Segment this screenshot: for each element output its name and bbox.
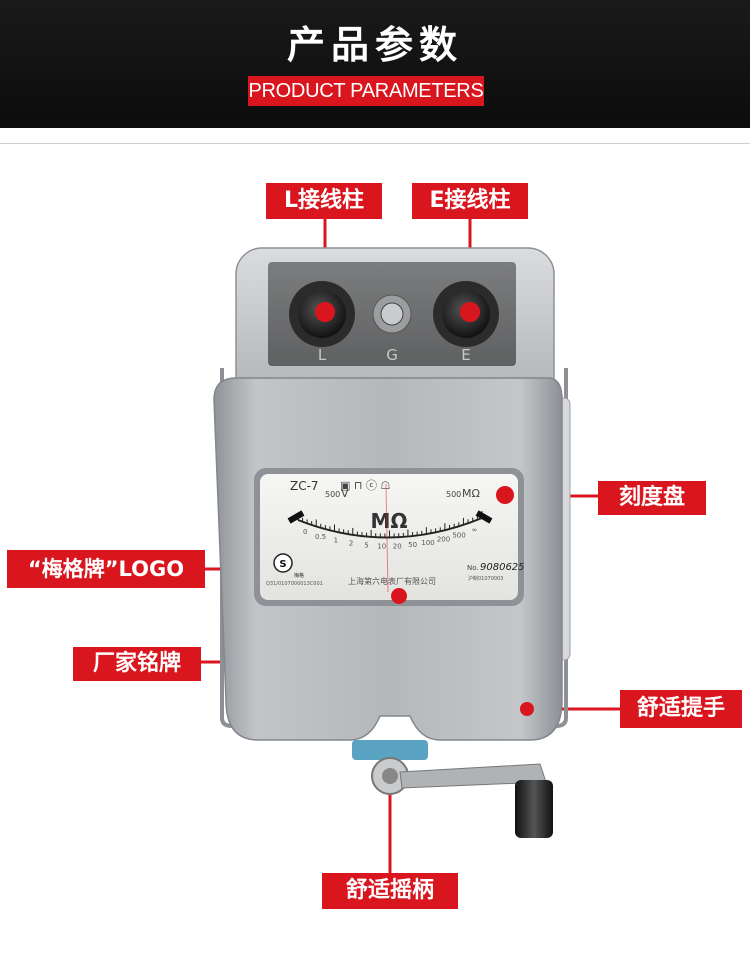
range-unit: MΩ — [462, 487, 480, 500]
scale-end-left — [287, 510, 305, 524]
model-label: ZC-7 — [290, 479, 319, 493]
header-title: 产品参数 — [286, 23, 463, 67]
voltage-value: 500 — [325, 490, 340, 499]
scale-tick-label: ∞ — [472, 526, 478, 534]
crank-collar — [352, 740, 428, 760]
scale-tick-label: 10 — [377, 542, 386, 550]
scale-tick-label: 100 — [421, 539, 434, 547]
handle-wire-left — [220, 368, 233, 728]
scale-tick-label: 1 — [334, 537, 338, 545]
cert-code: 沪制01070003 — [468, 575, 503, 582]
terminal-letter-l: L — [318, 346, 327, 364]
maker-callout-dot — [391, 588, 407, 604]
header-divider — [0, 143, 750, 144]
handle-callout-dot — [520, 702, 534, 716]
crank-bolt — [382, 768, 398, 784]
meige-logo-icon — [273, 553, 293, 573]
voltage-unit: V — [341, 487, 349, 500]
range-value: 500 — [446, 490, 461, 499]
callout-crank: 舒适摇柄 — [322, 873, 458, 909]
scale-tick-label: 20 — [393, 542, 402, 550]
scale-tick-label: 5 — [364, 542, 368, 550]
callout-e-terminal: E接线柱 — [412, 183, 528, 219]
approval-icons: ▣ ⊓ ⓒ ☖ — [340, 479, 390, 492]
dial-needle — [385, 483, 389, 593]
scale-tick-label: 200 — [437, 536, 450, 544]
l-terminal-marker — [315, 302, 335, 322]
terminal-letter-g: G — [386, 346, 398, 364]
serial-number: 9080625 — [480, 562, 525, 573]
callout-dial: 刻度盘 — [598, 481, 706, 515]
handle-wire-right — [555, 368, 568, 728]
callout-l-terminal: L接线柱 — [266, 183, 382, 219]
meige-logo-mark: S — [279, 559, 286, 570]
serial-prefix: No. — [467, 564, 479, 572]
dial-callout-dot — [496, 486, 514, 504]
meige-logo-text: 梅格 — [294, 572, 304, 579]
crank-grip — [515, 780, 553, 838]
maker-name: 上海第六电表厂有限公司 — [348, 576, 436, 586]
callout-logo: “梅格牌”LOGO — [7, 550, 205, 588]
scale-end-right — [475, 510, 493, 524]
e-terminal-marker — [460, 302, 480, 322]
header-subtitle: PRODUCT PARAMETERS — [248, 76, 484, 106]
page-header: 产品参数 PRODUCT PARAMETERS — [0, 0, 750, 128]
scale-tick-label: 0 — [303, 528, 307, 536]
scale-tick-label: 0.5 — [315, 533, 326, 541]
callout-handle: 舒适提手 — [620, 690, 742, 728]
callout-manufacturer: 厂家铭牌 — [73, 647, 201, 681]
terminal-letter-e: E — [461, 346, 470, 364]
scale-tick-label: 500 — [452, 531, 465, 539]
scale-tick-label: 50 — [408, 541, 417, 549]
standard-code: Q31/0107000013C001 — [266, 581, 323, 587]
g-terminal-knob — [380, 302, 404, 326]
dial-unit: MΩ — [371, 509, 408, 533]
scale-tick-label: 2 — [349, 540, 353, 548]
